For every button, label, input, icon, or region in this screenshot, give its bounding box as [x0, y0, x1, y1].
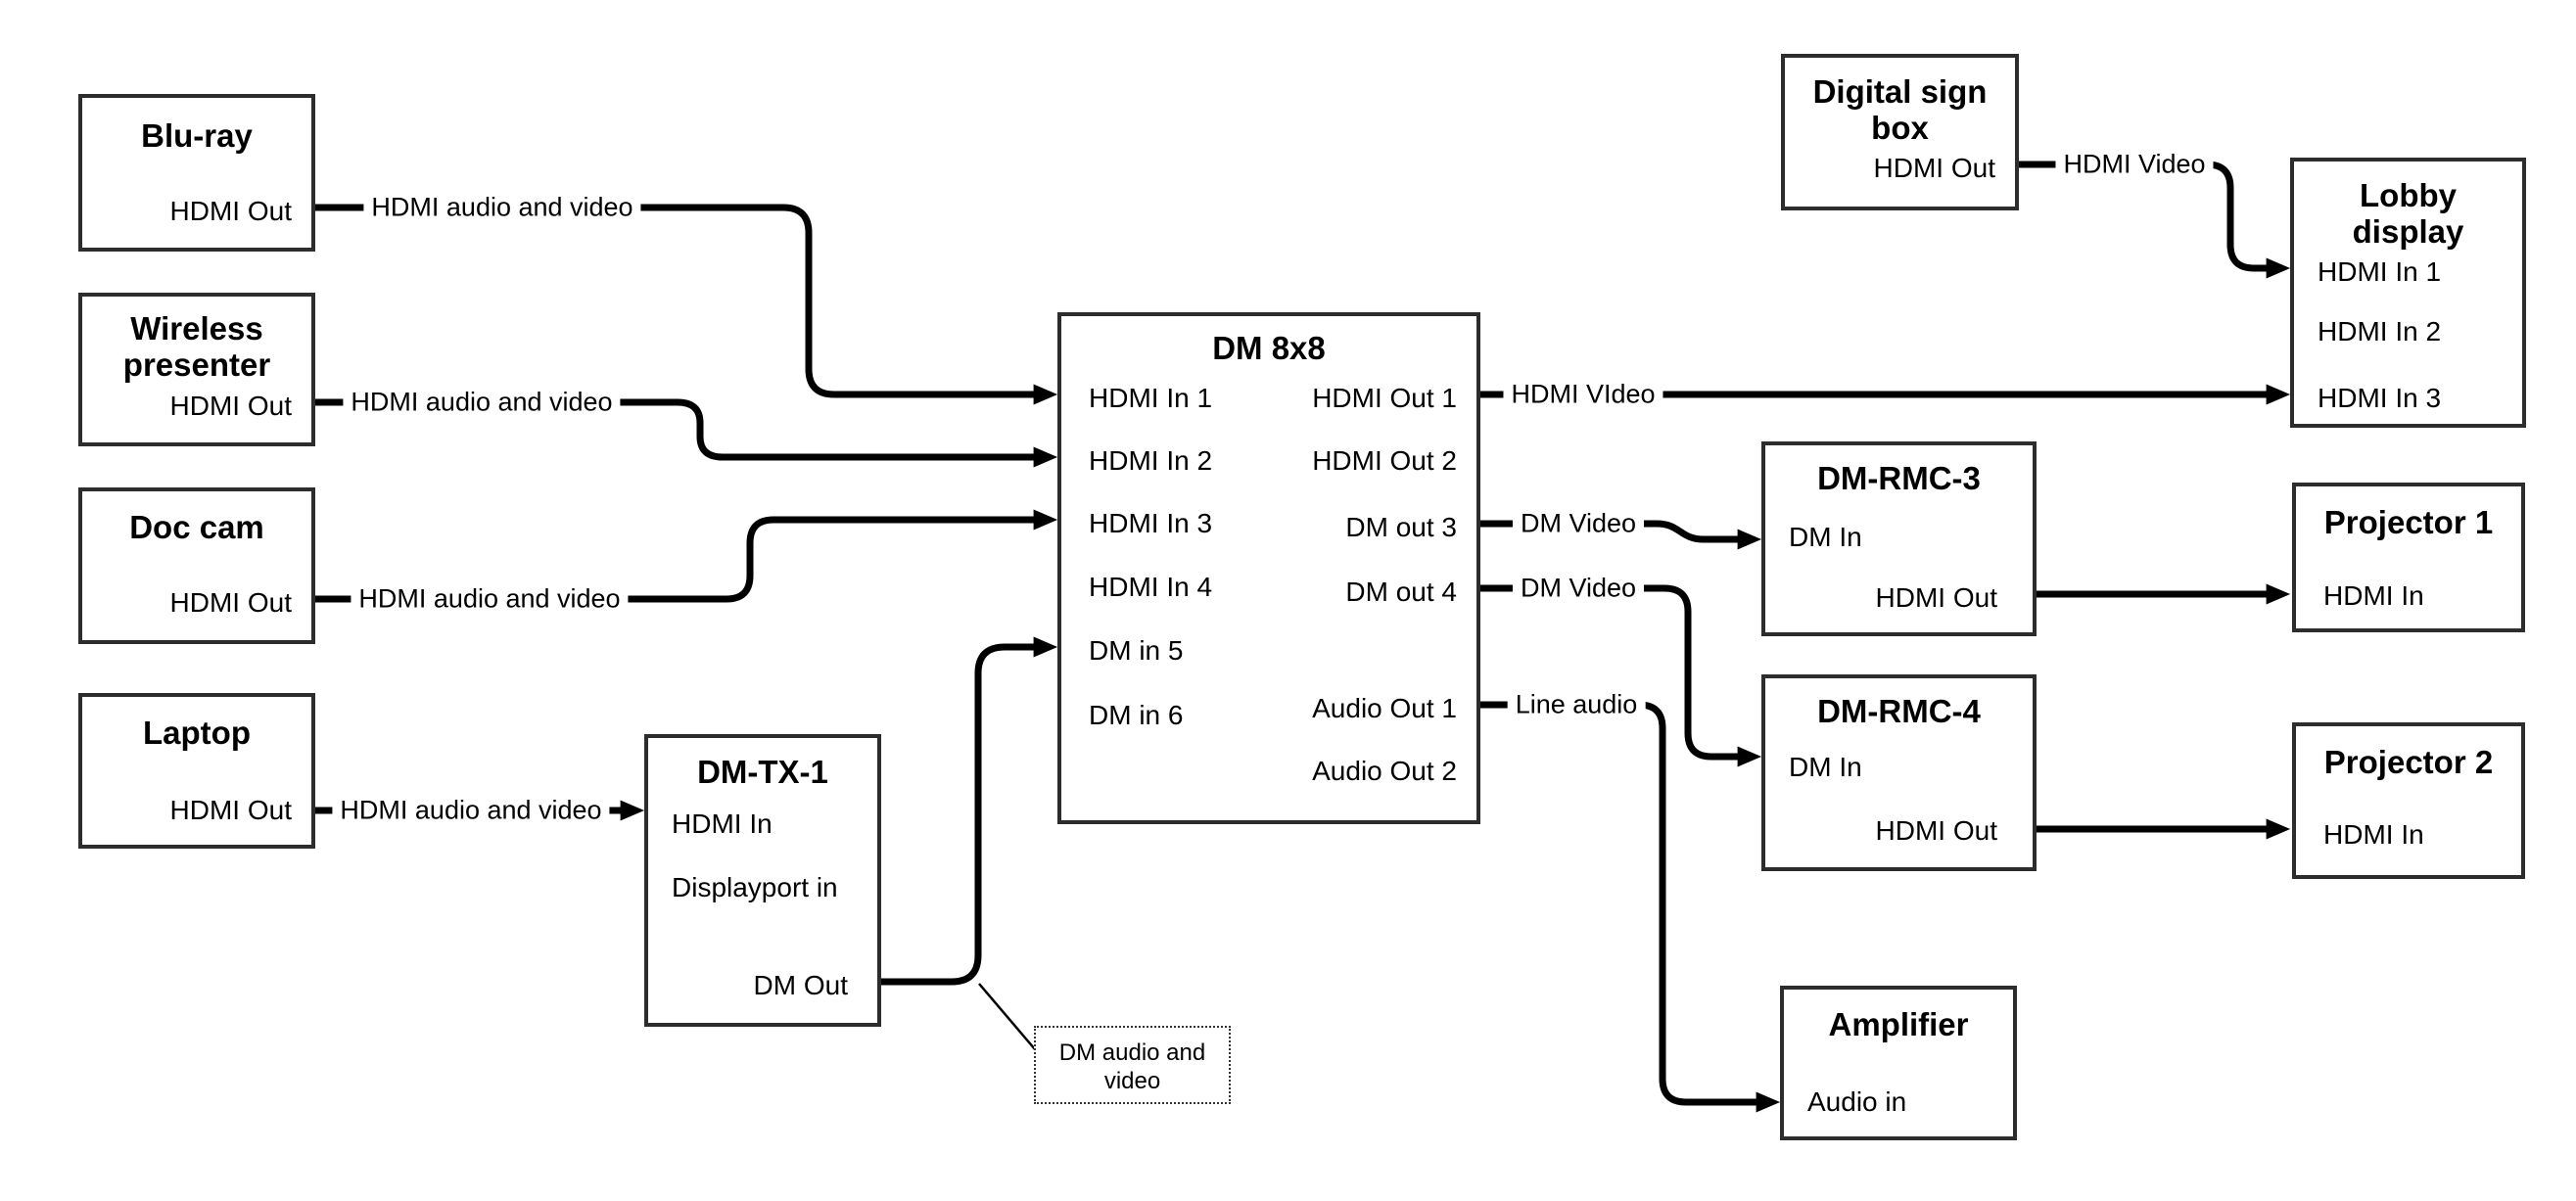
port-audio-in: Audio in — [1807, 1086, 1907, 1117]
node-title: DM 8x8 — [1212, 330, 1326, 366]
connection-label-audio-out1: Line audio — [1507, 689, 1646, 720]
connector-dm8x8-out3-to-rmc3 — [1480, 520, 1762, 550]
port-dm-out-3: DM out 3 — [1345, 512, 1457, 542]
node-title: Amplifier — [1828, 1006, 1969, 1042]
port-hdmi-in-1: HDMI In 1 — [2318, 256, 2442, 287]
node-blu-ray: Blu-ray HDMI Out — [78, 94, 315, 252]
node-dm-rmc-3: DM-RMC-3 DM In HDMI Out — [1761, 441, 2037, 636]
connection-label-wireless: HDMI audio and video — [343, 387, 621, 418]
port-hdmi-out: HDMI Out — [1875, 815, 1997, 846]
port-hdmi-in-2: HDMI In 2 — [1089, 445, 1213, 476]
node-wireless-presenter: Wireless presenter HDMI Out — [78, 293, 315, 446]
node-digital-sign-box: Digital sign box HDMI Out — [1781, 54, 2019, 210]
node-lobby-display: Lobby display HDMI In 1 HDMI In 2 HDMI I… — [2290, 158, 2526, 428]
port-hdmi-out: HDMI Out — [169, 795, 292, 825]
port-dm-in-6: DM in 6 — [1089, 700, 1184, 730]
port-audio-out-2: Audio Out 2 — [1312, 756, 1457, 786]
connection-label-laptop: HDMI audio and video — [332, 795, 610, 826]
port-hdmi-out: HDMI Out — [169, 196, 292, 226]
connection-label-bluray: HDMI audio and video — [363, 192, 641, 223]
connector-wireless-to-dm8x8-in2 — [315, 398, 1058, 468]
port-audio-out-1: Audio Out 1 — [1312, 693, 1457, 723]
port-hdmi-in: HDMI In — [2323, 580, 2424, 611]
node-dm-rmc-4: DM-RMC-4 DM In HDMI Out — [1761, 674, 2037, 871]
node-title: Laptop — [143, 715, 251, 751]
callout-leader-line — [978, 983, 1036, 1050]
node-title: Projector 2 — [2323, 744, 2494, 780]
node-title: Doc cam — [129, 509, 264, 545]
node-laptop: Laptop HDMI Out — [78, 693, 315, 849]
port-hdmi-in-2: HDMI In 2 — [2318, 316, 2442, 346]
node-amplifier: Amplifier Audio in — [1780, 986, 2017, 1140]
port-hdmi-in-3: HDMI In 3 — [1089, 508, 1213, 538]
node-dm-8x8: DM 8x8 HDMI In 1 HDMI In 2 HDMI In 3 HDM… — [1057, 312, 1480, 824]
port-hdmi-out: HDMI Out — [1875, 582, 1997, 613]
node-title: Projector 1 — [2323, 504, 2494, 540]
port-dm-in: DM In — [1789, 522, 1862, 552]
port-hdmi-in-4: HDMI In 4 — [1089, 572, 1213, 602]
node-title: Blu-ray — [141, 117, 253, 154]
node-dm-tx-1: DM-TX-1 HDMI In Displayport in DM Out — [644, 734, 881, 1027]
callout-dm-audio-and-video: DM audio and video — [1034, 1026, 1231, 1104]
connector-dm8x8-aout1-to-amplifier — [1480, 701, 1781, 1113]
port-hdmi-out-2: HDMI Out 2 — [1312, 445, 1457, 476]
connection-label-hdmi-out1: HDMI VIdeo — [1503, 379, 1663, 410]
port-hdmi-in-1: HDMI In 1 — [1089, 383, 1213, 413]
port-hdmi-in: HDMI In — [2323, 819, 2424, 850]
node-projector-2: Projector 2 HDMI In — [2292, 722, 2525, 879]
node-title: DM-RMC-4 — [1817, 693, 1981, 729]
port-dm-out: DM Out — [753, 970, 848, 1000]
connection-label-dm-out4: DM Video — [1512, 573, 1645, 604]
port-dm-in: DM In — [1789, 752, 1862, 782]
node-title: Lobby display — [2352, 177, 2464, 250]
connection-label-signbox: HDMI Video — [2055, 149, 2214, 180]
connection-label-dm-out3: DM Video — [1512, 508, 1645, 539]
connector-bluray-to-dm8x8-in1 — [315, 204, 1058, 405]
port-hdmi-out: HDMI Out — [169, 391, 292, 421]
port-dm-in-5: DM in 5 — [1089, 635, 1184, 666]
port-hdmi-out: HDMI Out — [1873, 153, 1995, 183]
port-hdmi-in-3: HDMI In 3 — [2318, 383, 2442, 413]
port-hdmi-out-1: HDMI Out 1 — [1312, 383, 1457, 413]
node-doc-cam: Doc cam HDMI Out — [78, 487, 315, 644]
node-projector-1: Projector 1 HDMI In — [2292, 483, 2525, 632]
port-hdmi-in: HDMI In — [672, 808, 773, 839]
connector-dmtx1-to-dm8x8-in5 — [881, 636, 1058, 986]
port-dm-out-4: DM out 4 — [1345, 577, 1457, 607]
connector-signbox-to-lobby-in1 — [2019, 161, 2291, 279]
node-title: Wireless presenter — [122, 310, 271, 383]
connector-dm8x8-out4-to-rmc4 — [1480, 584, 1762, 767]
port-displayport-in: Displayport in — [672, 872, 838, 902]
node-title: DM-RMC-3 — [1817, 460, 1981, 496]
connection-label-doccam: HDMI audio and video — [351, 583, 629, 615]
node-title: DM-TX-1 — [697, 754, 828, 790]
node-title: Digital sign box — [1812, 73, 1988, 146]
port-hdmi-out: HDMI Out — [169, 587, 292, 618]
connector-doccam-to-dm8x8-in3 — [315, 509, 1058, 603]
